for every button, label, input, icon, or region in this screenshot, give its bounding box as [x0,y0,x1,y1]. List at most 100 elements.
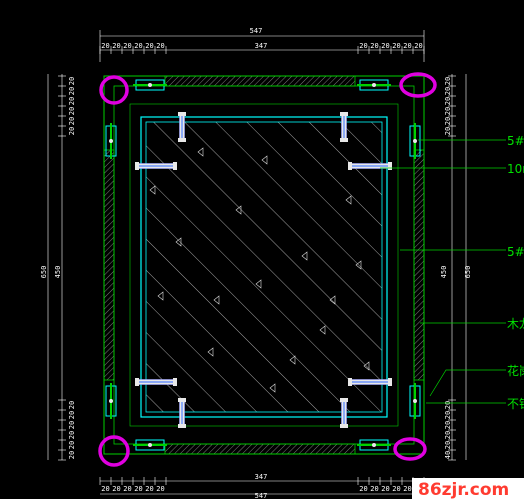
aggregate-triangle [207,347,214,357]
aggregate-triangle [213,295,220,305]
bolt-icon [178,398,186,428]
bolt-icon [348,378,392,386]
dim-spacing-text: 20 [444,421,452,429]
dim-spacing-text: 20 [101,485,109,493]
steel-frame [103,75,425,455]
dim-spacing-text: 20 [359,42,367,50]
dim-spacing-text: 20 [68,401,76,409]
callout-4: 木龙 [507,317,524,331]
dim-spacing-text: 20 [381,485,389,493]
dim-spacing-text: 20 [145,42,153,50]
dim-spacing-text: 20 [68,117,76,125]
dim-text-inner-left: 450 [54,266,62,279]
bracket-icon [133,439,167,451]
dim-spacing-text: 20 [370,42,378,50]
bolt-icon [348,162,392,170]
callout-6: 不锈 [507,397,524,411]
highlight-circle-icon [98,435,130,467]
dim-spacing-text: 20 [123,42,131,50]
dim-text-overall-bottom: 547 [255,492,268,499]
dim-spacing-text: 20 [403,485,411,493]
aggregate-triangle [363,361,370,371]
bolt-set [135,112,392,428]
callout-2: 10m [507,162,524,176]
bracket-icon [409,123,421,159]
dim-spacing-text: 20 [444,97,452,105]
dim-spacing-text: 20 [370,485,378,493]
dim-spacing-text: 20 [444,87,452,95]
glass-panel [140,116,388,418]
dim-spacing-text: 20 [156,485,164,493]
highlight-circle-icon [393,437,427,461]
bolt-icon [340,398,348,428]
dim-spacing-text: 20 [444,107,452,115]
dim-right: 450 650 20 20 20 20 20 20 20 20 20 20 20 40 [440,74,472,461]
dim-spacing-text: 20 [444,127,452,135]
dim-spacing-text: 20 [68,77,76,85]
dim-spacing-text: 20 [68,97,76,105]
dim-spacing-text: 20 [392,42,400,50]
dim-spacing-text: 20 [112,485,120,493]
aggregate-triangle [355,260,362,270]
dim-spacing-text: 20 [68,107,76,115]
aggregate-triangle [289,355,296,365]
aggregate-triangle [269,383,276,393]
dim-spacing-text: 20 [156,42,164,50]
dim-spacing-text: 20 [68,127,76,135]
dim-text-inner-top: 347 [255,42,268,50]
dim-spacing-text: 20 [403,42,411,50]
dim-spacing-text: 20 [444,431,452,439]
aggregate-triangle [197,147,204,157]
aggregate-triangle [345,195,352,205]
aggregate-triangle [235,205,242,215]
spacing-group-left-top: 20 20 20 20 20 20 [58,75,76,137]
dim-spacing-text: 20 [134,42,142,50]
bolt-icon [178,112,186,142]
dim-spacing-text: 20 [444,411,452,419]
aggregate-triangle [255,279,262,289]
dim-spacing-text: 20 [134,485,142,493]
aggregate-triangle [149,185,156,195]
bracket-icon [357,439,391,451]
highlight-circles [98,72,437,467]
dim-spacing-text: 20 [444,401,452,409]
leader-lines [380,139,506,404]
dim-spacing-text: 20 [68,411,76,419]
dim-text-overall-top: 547 [250,27,263,35]
dim-spacing-text: 20 [444,77,452,85]
aggregate-triangle [261,155,268,165]
dim-spacing-text: 20 [101,42,109,50]
dim-text-overall-right: 650 [464,266,472,279]
bracket-set [105,79,421,451]
dim-spacing-text: 20 [392,485,400,493]
dim-text-inner-right: 450 [440,266,448,279]
bolt-icon [135,378,177,386]
bracket-icon [357,79,391,91]
dim-spacing-text: 40 [444,451,452,459]
bolt-icon [340,112,348,142]
callouts: 5# 10m 5# 木龙 花岗 不锈 [507,134,524,411]
bracket-icon [409,383,421,419]
dim-spacing-text: 20 [112,42,120,50]
dim-spacing-text: 20 [68,87,76,95]
bolt-icon [135,162,177,170]
bracket-icon [105,383,117,419]
callout-5: 花岗 [507,363,524,378]
spacing-group-right-bottom: 20 20 20 20 20 40 [444,399,456,461]
dim-spacing-text: 20 [68,421,76,429]
concrete-aggregate [149,147,370,393]
dim-spacing-text: 20 [145,485,153,493]
aggregate-triangle [319,325,326,335]
dim-spacing-text: 20 [444,441,452,449]
dim-spacing-text: 20 [68,441,76,449]
dim-spacing-text: 20 [123,485,131,493]
dim-spacing-text: 20 [68,431,76,439]
